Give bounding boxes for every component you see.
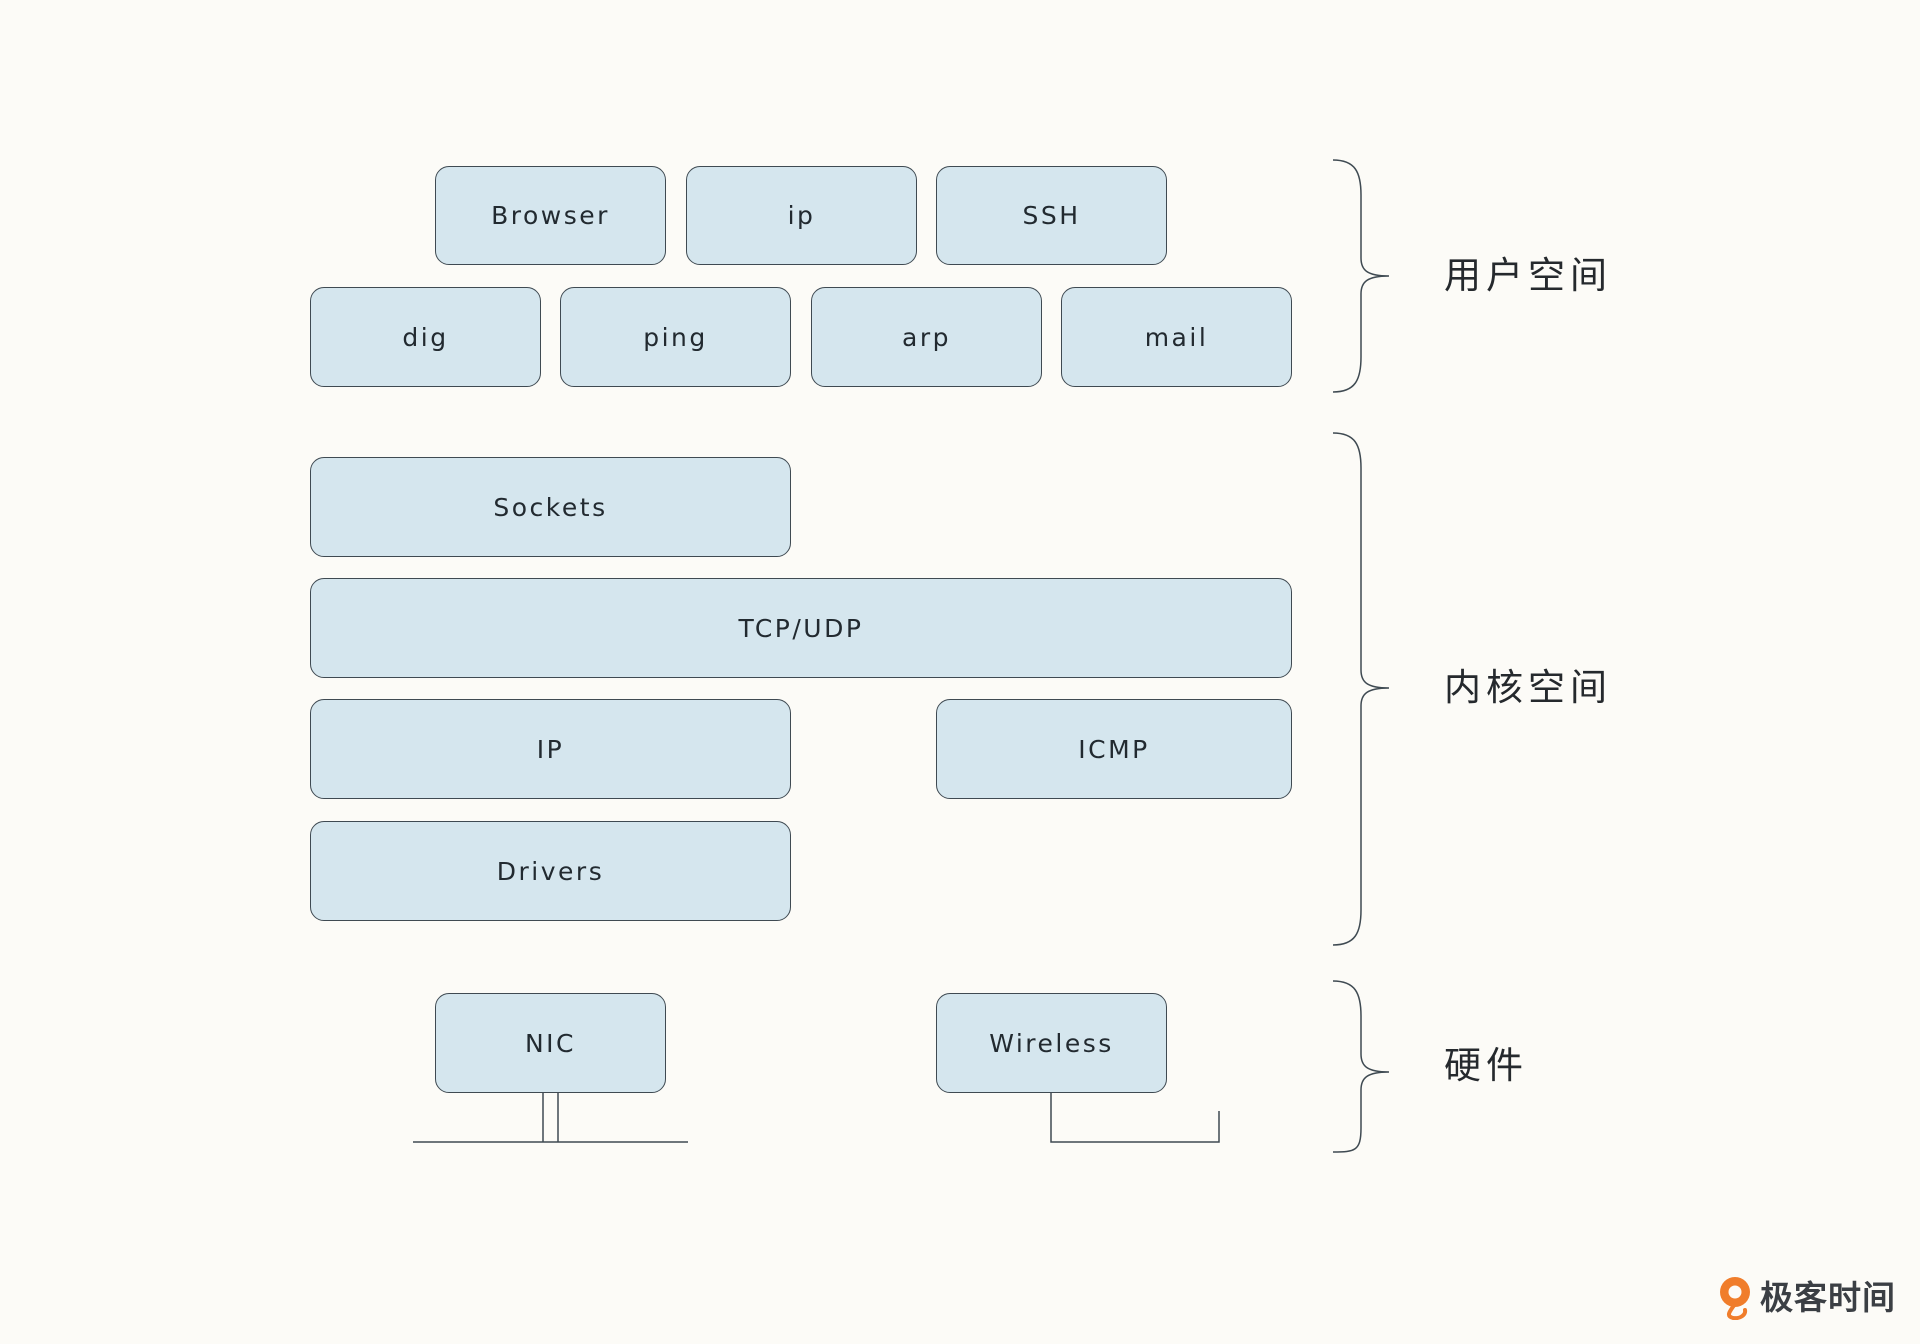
- logo-text: 极客时间: [1760, 1277, 1896, 1317]
- tcp-udp-box: TCP/UDP: [310, 578, 1292, 678]
- user-space-label: 用户空间: [1444, 254, 1612, 297]
- kernel-space-brace: [1332, 432, 1390, 946]
- sockets-label: Sockets: [493, 492, 608, 522]
- tcp-udp-label: TCP/UDP: [738, 613, 864, 643]
- nic-cable: [413, 1093, 688, 1143]
- ping-box: ping: [560, 287, 791, 387]
- sockets-box: Sockets: [310, 457, 791, 557]
- ping-label: ping: [643, 322, 708, 352]
- hardware-label: 硬件: [1444, 1044, 1528, 1087]
- hardware-brace: [1332, 980, 1390, 1153]
- icmp-box: ICMP: [936, 699, 1292, 799]
- kernel-space-label: 内核空间: [1444, 666, 1612, 709]
- ip-layer-box: IP: [310, 699, 791, 799]
- drivers-label: Drivers: [496, 856, 605, 886]
- ssh-label: SSH: [1022, 201, 1081, 230]
- browser-box: Browser: [435, 166, 666, 265]
- ip-tool-box: ip: [686, 166, 917, 265]
- nic-box: NIC: [435, 993, 666, 1093]
- arp-box: arp: [811, 287, 1042, 387]
- browser-label: Browser: [491, 201, 610, 230]
- dig-box: dig: [310, 287, 541, 387]
- wireless-box: Wireless: [936, 993, 1167, 1093]
- nic-label: NIC: [524, 1028, 577, 1058]
- ip-layer-label: IP: [536, 734, 565, 764]
- dig-label: dig: [402, 322, 449, 352]
- icmp-label: ICMP: [1078, 734, 1150, 764]
- user-space-brace: [1332, 159, 1390, 393]
- arp-label: arp: [902, 322, 951, 352]
- mail-label: mail: [1144, 322, 1209, 352]
- drivers-box: Drivers: [310, 821, 791, 921]
- wireless-cable: [1050, 1093, 1220, 1143]
- ssh-box: SSH: [936, 166, 1167, 265]
- geektime-logo-icon: [1720, 1277, 1750, 1320]
- ip-tool-label: ip: [787, 201, 816, 230]
- mail-box: mail: [1061, 287, 1292, 387]
- wireless-label: Wireless: [989, 1028, 1114, 1058]
- geektime-logo: 极客时间: [1716, 1274, 1896, 1320]
